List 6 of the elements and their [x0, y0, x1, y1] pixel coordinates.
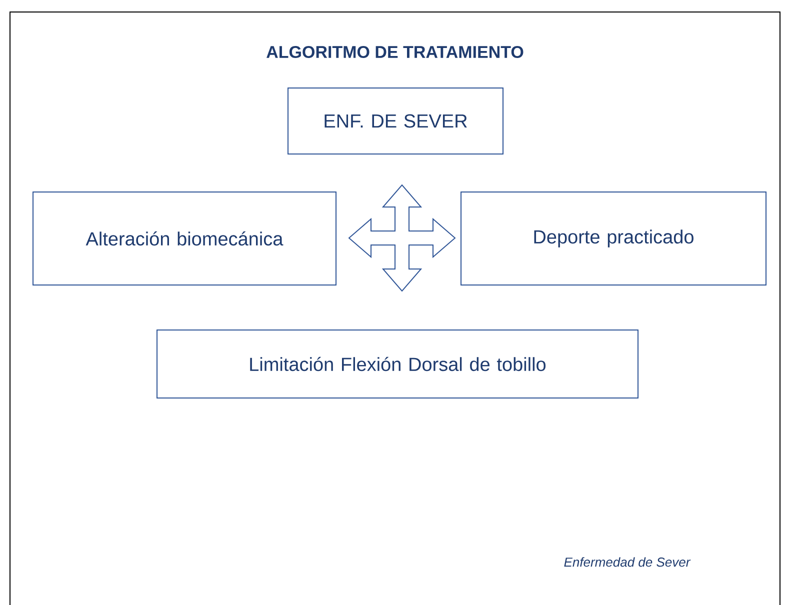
text-box: ENF. DE SEVER [288, 88, 504, 154]
text-box: Deporte practicado [460, 192, 766, 286]
text-box: Limitación Flexión Dorsal de tobillo [156, 330, 638, 398]
caption: Enfermedad de Sever [564, 557, 691, 567]
text-box: Alteración biomecánica [32, 192, 336, 286]
title: ALGORITMO DE TRATAMIENTO [266, 46, 524, 58]
